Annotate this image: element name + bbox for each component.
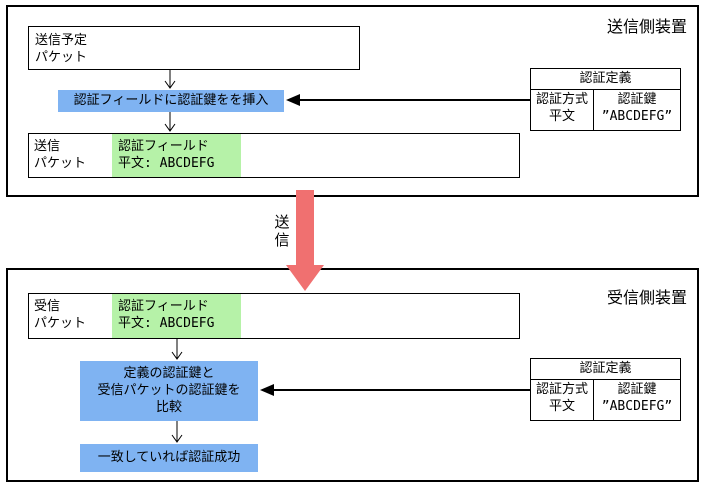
send-auth-field: 認証フィールド 平文: ABCDEFG xyxy=(112,134,241,177)
receiver-definition-method-label: 認証方式 xyxy=(535,382,588,397)
sender-definition-key: 認証鍵 ”ABCDEFG” xyxy=(594,89,680,130)
receiver-definition-header: 認証定義 xyxy=(531,359,680,380)
planned-packet-line1: 送信予定 xyxy=(35,33,88,48)
receiver-auth-definition-table: 認証定義 認証方式 平文 認証鍵 ”ABCDEFG” xyxy=(530,358,681,421)
receiver-definition-key-value: ”ABCDEFG” xyxy=(601,399,673,414)
received-packet-label: 受信 パケット xyxy=(34,298,86,332)
send-auth-field-title: 認証フィールド xyxy=(118,139,209,154)
receiver-definition-method-value: 平文 xyxy=(548,399,575,414)
received-packet-box: 受信 パケット xyxy=(28,293,520,339)
compare-step-line3: 比較 xyxy=(155,400,182,415)
send-packet-box: 送信 パケット xyxy=(28,133,520,178)
sender-definition-divider xyxy=(593,89,594,130)
sender-definition-header: 認証定義 xyxy=(531,69,680,90)
planned-packet-box: 送信予定 パケット xyxy=(28,26,360,70)
transfer-label-char2: 信 xyxy=(274,231,290,249)
sender-definition-key-value: ”ABCDEFG” xyxy=(601,109,673,124)
receiver-definition-key-label: 認証鍵 xyxy=(617,382,657,397)
received-auth-field: 認証フィールド 平文: ABCDEFG xyxy=(112,294,241,338)
transfer-label-char1: 送 xyxy=(274,213,290,231)
receiver-definition-key: 認証鍵 ”ABCDEFG” xyxy=(594,379,680,420)
send-packet-label-line1: 送信 xyxy=(34,139,61,154)
auth-success-step: 一致していれば認証成功 xyxy=(80,444,258,472)
sender-definition-method: 認証方式 平文 xyxy=(531,89,593,130)
compare-step-line2: 受信パケットの認証鍵を xyxy=(97,383,241,398)
sender-definition-method-label: 認証方式 xyxy=(535,92,588,107)
compare-step-line1: 定義の認証鍵と xyxy=(123,366,215,381)
sender-definition-method-value: 平文 xyxy=(548,109,575,124)
transfer-label: 送 信 xyxy=(273,213,291,249)
receiver-definition-divider xyxy=(593,379,594,420)
sender-device-title: 送信側装置 xyxy=(606,17,687,36)
send-auth-field-value: 平文: ABCDEFG xyxy=(118,156,215,171)
insert-auth-key-step: 認証フィールドに認証鍵をを挿入 xyxy=(58,90,284,112)
received-auth-field-value: 平文: ABCDEFG xyxy=(118,316,215,331)
send-packet-label: 送信 パケット xyxy=(34,138,86,172)
receiver-definition-method: 認証方式 平文 xyxy=(531,379,593,420)
received-packet-label-line1: 受信 xyxy=(34,299,61,314)
received-auth-field-title: 認証フィールド xyxy=(118,299,209,314)
planned-packet-line2: パケット xyxy=(35,50,88,65)
sender-definition-key-label: 認証鍵 xyxy=(617,92,657,107)
send-packet-label-line2: パケット xyxy=(34,156,87,171)
compare-keys-step: 定義の認証鍵と 受信パケットの認証鍵を 比較 xyxy=(80,361,258,421)
received-packet-label-line2: パケット xyxy=(34,316,87,331)
sender-auth-definition-table: 認証定義 認証方式 平文 認証鍵 ”ABCDEFG” xyxy=(530,68,681,131)
receiver-device-title: 受信側装置 xyxy=(606,288,687,307)
